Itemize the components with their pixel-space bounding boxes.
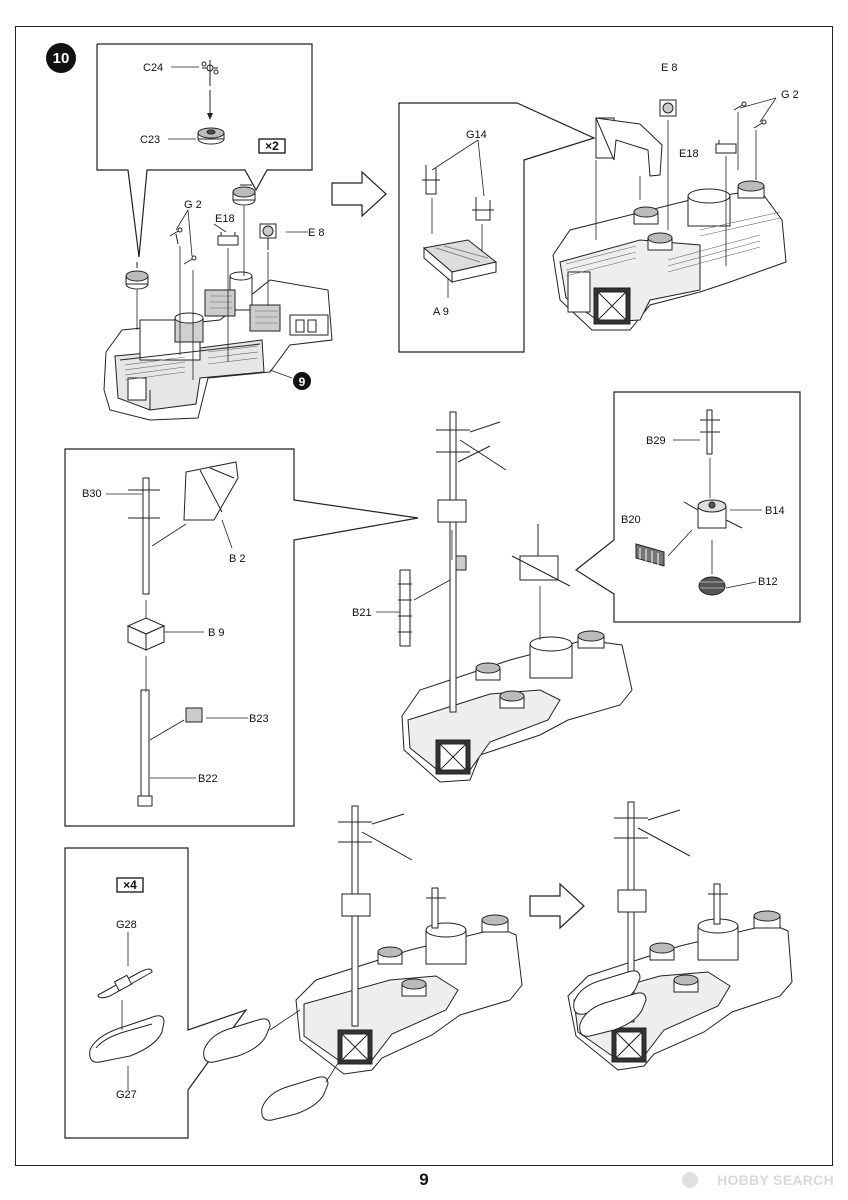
label-g27: G27 [116,1089,137,1101]
label-b23: B23 [249,713,269,725]
label-b12: B12 [758,576,778,588]
label-c23: C23 [140,134,160,146]
part-g14-icon [422,165,494,221]
panel-c [64,448,419,827]
deck-planking [124,295,278,381]
label-b14: B14 [765,505,785,517]
part-e8-icon [259,223,277,250]
gun-turret-left-icon [125,262,149,290]
part-e18-b-icon [715,140,737,154]
multiplier-x4: ×4 [123,878,137,892]
ship-hull-main [103,271,333,421]
assembly-arrows-bottom-left [269,1009,341,1083]
label-b20: B20 [621,514,641,526]
page-number: 9 [419,1170,429,1189]
part-g2-b-icon [733,101,767,129]
arrow-right-bottom-icon [529,882,585,930]
part-g27-icon [89,1015,165,1063]
label-b9: B 9 [208,627,225,639]
label-e18-a: E18 [215,213,235,225]
panel-a [96,43,313,258]
ref-step-badge: 9 [293,372,311,390]
label-g2-b: G 2 [781,89,799,101]
assembly-arrows-a [136,206,308,380]
assembly-arrows-d [667,439,762,589]
part-b20-icon [635,543,665,567]
ship-hull-middle [398,411,633,783]
mast-assembly-c [126,461,239,807]
part-g28-icon [97,968,153,999]
label-b22: B22 [198,773,218,785]
part-c24-icon [201,60,219,86]
assembly-arrows-middle [376,530,541,640]
part-e18-icon [217,232,239,246]
part-b29-icon [700,409,720,455]
ref-step-number: 9 [299,375,306,389]
panel-b [398,102,596,353]
label-e18-b: E18 [679,148,699,160]
page-frame [15,26,833,1166]
assembly-arrows-c [106,493,248,779]
label-e8-a: E 8 [308,227,325,239]
part-b14-icon [683,499,743,529]
step-number: 10 [53,50,70,67]
deck-planking-right [565,211,781,277]
label-b2: B 2 [229,553,246,565]
part-e8-b-icon [659,99,677,117]
part-a9-icon [422,239,498,284]
label-c24: C24 [143,62,163,74]
multiplier-x2: ×2 [265,139,279,153]
assembly-arrows-top-right [595,97,777,266]
label-b30: B30 [82,488,102,500]
ship-hull-right [552,117,787,331]
label-a9: A 9 [433,306,449,318]
label-g2-a: G 2 [184,199,202,211]
ship-hull-bottom-left [203,805,523,1121]
part-b12-icon [698,576,726,596]
label-e8-b: E 8 [661,62,678,74]
arrow-right-icon [331,170,387,218]
step-badge: 10 [46,43,76,73]
watermark-text: HOBBY SEARCH [717,1172,834,1188]
panel-d [574,391,801,623]
label-g14: G14 [466,129,487,141]
ship-hull-bottom-right [567,801,793,1071]
watermark-logo-icon [682,1172,698,1188]
panel-e [64,847,248,1139]
label-b21: B21 [352,607,372,619]
label-g28: G28 [116,919,137,931]
label-b29: B29 [646,435,666,447]
part-c23-icon [197,127,225,145]
gun-turret-right-icon [232,184,256,206]
part-g2-icon [169,227,197,265]
